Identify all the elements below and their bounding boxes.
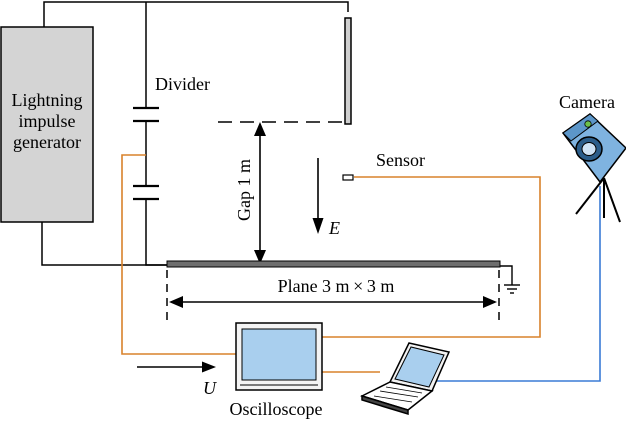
voltage-label: U [203,378,217,398]
signal-cables [121,154,541,373]
laptop-key-row [385,386,423,394]
oscilloscope-screen [241,328,317,381]
divider-signal-cable [121,154,236,355]
gap-dimension: Gap 1 m [234,122,266,264]
plane-ground-wire [500,265,513,285]
hv-rod-electrode [344,17,352,125]
generator-label-line2: impulse [19,111,76,131]
laptop-icon [359,342,451,416]
plane-dimension: Plane 3 m × 3 m [166,270,500,322]
camera-trigger-cable [432,186,601,382]
plane-dimension-head-left [169,296,183,308]
ground-plane [166,260,520,294]
field-arrow-head [312,218,324,234]
plane-label: Plane 3 m × 3 m [278,276,395,296]
impulse-generator: Lightning impulse generator [0,26,94,223]
sensor-label: Sensor [376,150,425,170]
generator-box [0,26,94,223]
tripod-leg [575,177,605,215]
gap-arrow-head-top [254,122,266,136]
plane-electrode [166,260,501,268]
camera-indicator-light [584,120,592,128]
divider-label: Divider [155,74,210,94]
field-sensor: Sensor [342,150,425,181]
electric-field-indicator: E [312,158,340,238]
camera-label: Camera [559,92,615,112]
laptop-key-row [373,395,413,403]
laptop-base-edge [361,394,409,416]
divider-bottom-wire [145,199,170,266]
tripod-leg [603,177,621,223]
camera-lens-inner [581,142,597,156]
generator-ground-wire [41,222,170,266]
camera-icon: Camera [559,92,626,223]
gap-label: Gap 1 m [234,159,254,221]
hv-lead-wire [43,1,349,27]
field-label: E [328,218,340,238]
voltage-signal-indicator: U [137,361,217,398]
laptop-key-row [379,390,419,398]
oscilloscope-label: Oscilloscope [230,399,323,419]
oscilloscope: Oscilloscope [230,322,323,419]
sensor-signal-cable [322,176,541,338]
voltage-divider [133,106,159,201]
sensor-body [342,174,354,181]
plane-dimension-head-right [483,296,497,308]
generator-label-line1: Lightning [12,90,83,110]
voltage-arrow-head [202,361,216,373]
hv-wiring [41,1,349,266]
laptop-screen [394,346,445,388]
generator-label-line3: generator [13,132,81,152]
gap-arrow-head-bottom [254,250,266,264]
